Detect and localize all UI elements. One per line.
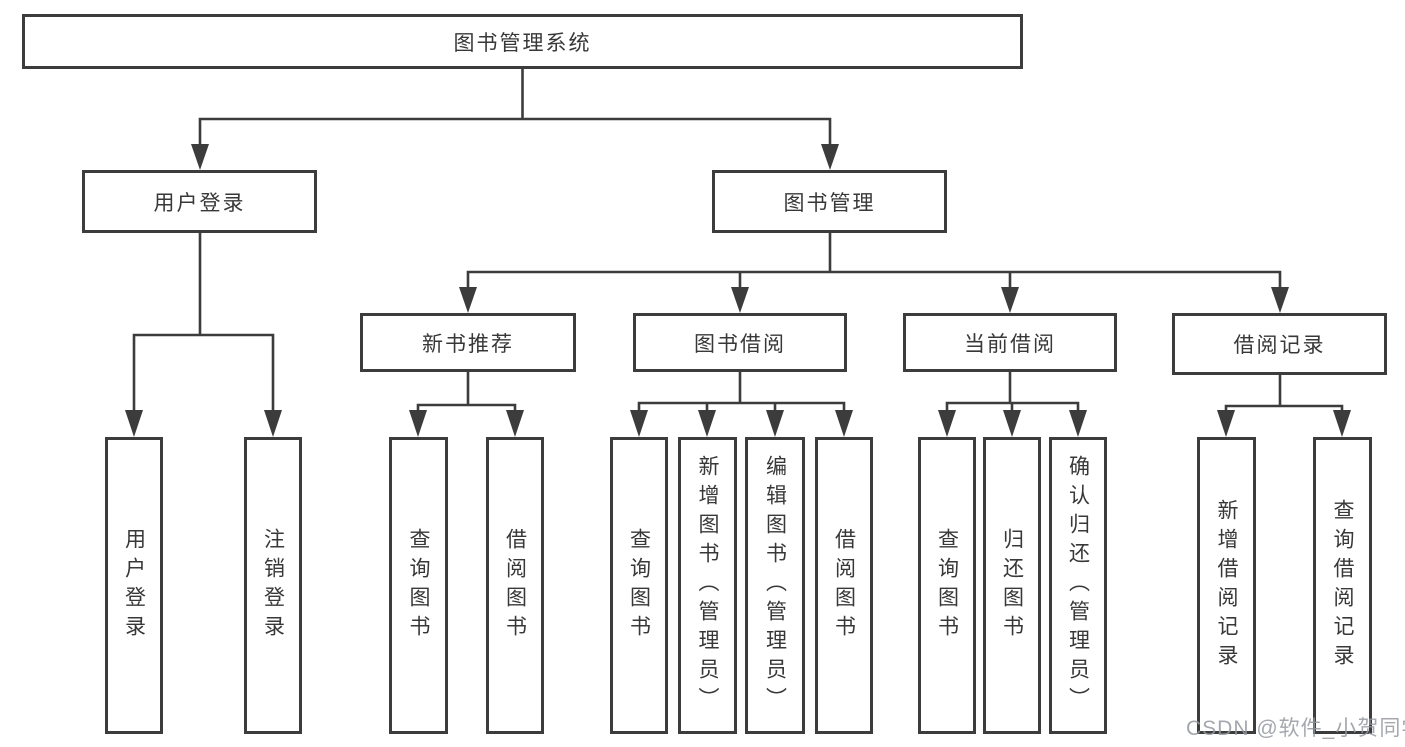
leaf-current-query-books-label: 查询图书 [935, 527, 959, 644]
leaf-user-login: 用户登录 [105, 437, 163, 734]
leaf-user-login-label: 用户登录 [122, 527, 146, 644]
connector-arrowheads [125, 144, 1351, 437]
leaf-add-books-admin-label: 新增图书（管理员） [696, 455, 719, 716]
leaf-edit-books-admin-label: 编辑图书（管理员） [763, 455, 787, 716]
node-book-borrow-label: 图书借阅 [694, 332, 786, 356]
leaf-recommend-borrow-books-label: 借阅图书 [503, 527, 527, 644]
leaf-recommend-query-books-label: 查询图书 [407, 527, 430, 644]
leaf-return-books-label: 归还图书 [1000, 527, 1024, 644]
leaf-recommend-borrow-books: 借阅图书 [486, 437, 544, 734]
leaf-add-books-admin: 新增图书（管理员） [678, 437, 737, 734]
node-book-management: 图书管理 [712, 170, 947, 233]
node-borrow-records: 借阅记录 [1172, 313, 1387, 375]
node-root-label: 图书管理系统 [453, 31, 592, 55]
node-root-system: 图书管理系统 [22, 14, 1023, 69]
leaf-logout-label: 注销登录 [261, 527, 285, 644]
node-new-book-recommend-label: 新书推荐 [422, 332, 514, 356]
node-book-borrow: 图书借阅 [633, 313, 847, 372]
leaf-borrow-query-books: 查询图书 [610, 437, 668, 734]
leaf-borrow-books: 借阅图书 [815, 437, 873, 734]
leaf-add-borrow-record-label: 新增借阅记录 [1215, 498, 1238, 673]
leaf-query-borrow-record-label: 查询借阅记录 [1331, 498, 1354, 673]
connector-paths [132, 68, 1344, 413]
node-book-management-label: 图书管理 [783, 191, 876, 215]
node-borrow-records-label: 借阅记录 [1233, 334, 1326, 357]
node-user-login-label: 用户登录 [153, 191, 246, 215]
leaf-return-books: 归还图书 [983, 437, 1041, 734]
leaf-recommend-query-books: 查询图书 [389, 437, 448, 734]
node-new-book-recommend: 新书推荐 [360, 313, 576, 372]
leaf-current-query-books: 查询图书 [918, 437, 976, 734]
leaf-borrow-query-books-label: 查询图书 [627, 527, 651, 644]
leaf-add-borrow-record: 新增借阅记录 [1197, 437, 1256, 734]
leaf-borrow-books-label: 借阅图书 [832, 527, 856, 644]
leaf-edit-books-admin: 编辑图书（管理员） [745, 437, 805, 734]
csdn-watermark: CSDN @软件_小贺同学 [1186, 717, 1405, 740]
node-current-borrow-label: 当前借阅 [964, 332, 1056, 356]
leaf-confirm-return-admin: 确认归还（管理员） [1049, 437, 1107, 734]
node-user-login: 用户登录 [82, 170, 317, 233]
leaf-query-borrow-record: 查询借阅记录 [1313, 437, 1372, 734]
node-current-borrow: 当前借阅 [903, 313, 1117, 372]
leaf-logout: 注销登录 [244, 437, 302, 734]
leaf-confirm-return-admin-label: 确认归还（管理员） [1066, 455, 1090, 716]
